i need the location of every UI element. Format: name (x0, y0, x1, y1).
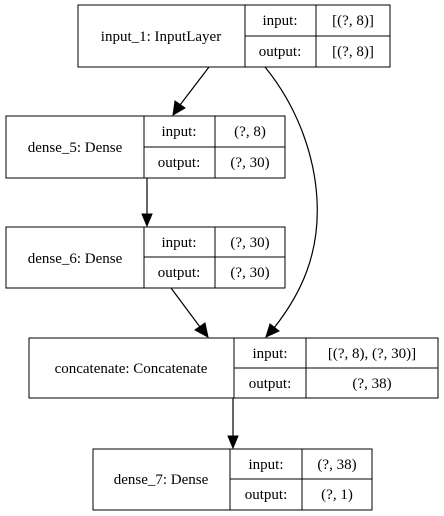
input-label: input: (161, 124, 196, 140)
node-dense-7: dense_7: Dense input: (?, 38) output: (?… (92, 448, 373, 511)
layer-name: dense_5: Dense (28, 140, 123, 156)
layer-name: input_1: InputLayer (101, 29, 221, 45)
output-label: output: (249, 376, 292, 392)
output-shape: (?, 30) (230, 265, 269, 281)
output-shape: (?, 1) (321, 487, 353, 503)
edge-input1-to-concatenate (264, 66, 318, 329)
output-label: output: (259, 44, 302, 60)
input-label: input: (248, 457, 283, 473)
input-shape: (?, 38) (317, 457, 356, 473)
input-shape: (?, 30) (230, 235, 269, 251)
node-dense-6: dense_6: Dense input: (?, 30) output: (?… (5, 226, 286, 289)
node-concatenate: concatenate: Concatenate input: [(?, 8),… (28, 337, 439, 399)
edge-dense6-to-concatenate (170, 287, 201, 328)
input-shape: [(?, 8)] (332, 13, 374, 29)
output-shape: (?, 30) (230, 155, 269, 171)
node-dense-5: dense_5: Dense input: (?, 8) output: (?,… (5, 115, 286, 179)
input-shape: (?, 8) (234, 124, 266, 140)
layer-name: dense_6: Dense (28, 251, 123, 267)
edge-input1-to-dense5 (179, 66, 210, 106)
input-shape: [(?, 8), (?, 30)] (328, 346, 416, 362)
input-label: input: (252, 346, 287, 362)
output-label: output: (245, 487, 288, 503)
layer-name: dense_7: Dense (114, 472, 209, 488)
input-label: input: (161, 235, 196, 251)
output-shape: [(?, 8)] (332, 44, 374, 60)
node-input-1: input_1: InputLayer input: [(?, 8)] outp… (77, 4, 391, 68)
input-label: input: (262, 13, 297, 29)
output-label: output: (158, 155, 201, 171)
output-shape: (?, 38) (352, 376, 391, 392)
edges (141, 66, 318, 450)
arrowhead-dense6-to-concatenate (194, 322, 209, 338)
arrowhead-input1-to-concatenate (265, 323, 280, 338)
arrowhead-input1-to-dense5 (172, 100, 186, 116)
output-label: output: (158, 265, 201, 281)
arrowhead-concatenate-to-dense7 (227, 435, 239, 450)
arrowhead-dense5-to-dense6 (141, 213, 153, 228)
layer-name: concatenate: Concatenate (55, 361, 208, 377)
